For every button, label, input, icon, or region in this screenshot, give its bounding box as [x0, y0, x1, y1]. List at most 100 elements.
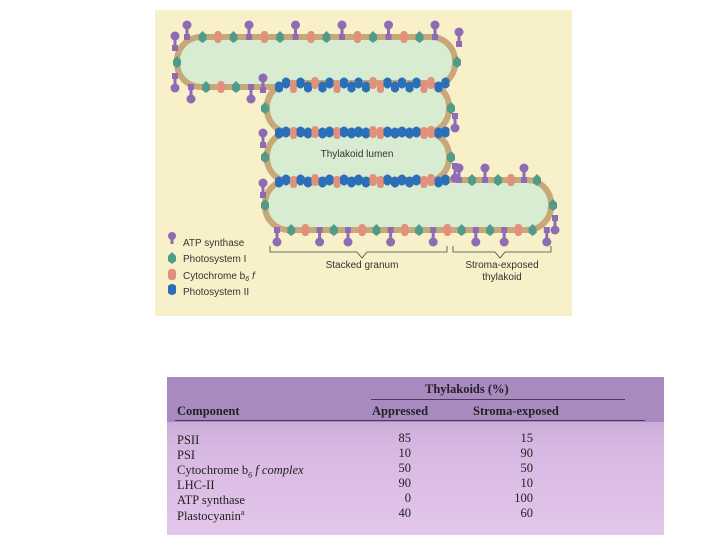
photosystem-ii-icon — [275, 177, 283, 188]
row-appressed-plastocyanin: 40 — [371, 506, 411, 521]
cytochrome-icon — [168, 269, 176, 280]
legend-photosystem-ii: Photosystem II — [183, 287, 249, 298]
cytochrome-icon — [515, 224, 522, 236]
col-appressed: Appressed — [372, 404, 428, 419]
thylakoid-disc-4 — [265, 180, 551, 230]
cytochrome-icon — [377, 127, 384, 139]
photosystem-ii-icon — [319, 82, 327, 93]
cytochrome-icon — [370, 126, 377, 138]
photosystem-ii-icon — [391, 82, 399, 93]
photosystem-ii-icon — [348, 128, 356, 139]
header-rule — [175, 420, 645, 421]
photosystem-ii-icon — [282, 127, 290, 138]
photosystem-ii-icon — [355, 175, 363, 186]
col-component: Component — [177, 404, 240, 419]
stroma-label-line2: thylakoid — [482, 272, 521, 283]
cytochrome-icon — [428, 77, 435, 89]
stroma-label-line1: Stroma-exposed — [465, 260, 538, 271]
photosystem-ii-icon — [442, 78, 450, 89]
cytochrome-icon — [444, 224, 451, 236]
photosystem-ii-icon — [340, 175, 348, 186]
photosystem-ii-icon — [362, 177, 370, 188]
row-appressed-psi: 10 — [371, 446, 411, 461]
cytochrome-icon — [290, 176, 297, 188]
photosystem-ii-icon — [282, 78, 290, 89]
photosystem-ii-icon — [391, 128, 399, 139]
photosystem-ii-icon — [398, 78, 406, 89]
photosystem-ii-icon — [275, 82, 283, 93]
photosystem-ii-icon — [362, 128, 370, 139]
photosystem-ii-icon — [398, 175, 406, 186]
legend-photosystem-i: Photosystem I — [183, 254, 246, 265]
cytochrome-icon — [370, 174, 377, 186]
thylakoid-diagram: Thylakoid lumen Stacked granum Stroma-ex… — [155, 10, 572, 316]
photosystem-ii-icon — [340, 127, 348, 138]
photosystem-ii-icon — [384, 127, 392, 138]
row-name-atp-synthase: ATP synthase — [177, 493, 245, 508]
cytochrome-icon — [312, 126, 319, 138]
photosystem-ii-icon — [297, 127, 305, 138]
cytochrome-icon — [401, 224, 408, 236]
photosystem-ii-icon — [340, 78, 348, 89]
cytochrome-icon — [218, 81, 225, 93]
cytochrome-icon — [312, 77, 319, 89]
photosystem-ii-icon — [297, 175, 305, 186]
photosystem-ii-icon — [406, 128, 414, 139]
photosystem-ii-icon — [355, 78, 363, 89]
cytochrome-icon — [508, 174, 515, 186]
photosystem-ii-icon — [442, 127, 450, 138]
cytochrome-icon — [261, 31, 268, 43]
row-appressed-cytochrome: 50 — [371, 461, 411, 476]
row-stroma-psi: 90 — [493, 446, 533, 461]
legend-cytochrome: Cytochrome b6 f — [183, 271, 256, 283]
cytochrome-icon — [359, 224, 366, 236]
legend-atp-synthase: ATP synthase — [183, 238, 245, 249]
photosystem-ii-icon — [384, 175, 392, 186]
cytochrome-icon — [312, 174, 319, 186]
row-stroma-plastocyanin: 60 — [493, 506, 533, 521]
photosystem-ii-icon — [362, 82, 370, 93]
photosystem-ii-icon — [406, 82, 414, 93]
photosystem-ii-icon — [442, 175, 450, 186]
row-name-lhcii: LHC-II — [177, 478, 215, 493]
photosystem-ii-icon — [435, 177, 443, 188]
row-name-psi: PSI — [177, 448, 195, 463]
stacked-granum-label: Stacked granum — [326, 260, 399, 271]
photosystem-ii-icon — [297, 78, 305, 89]
col-stroma-exposed: Stroma-exposed — [473, 404, 559, 419]
photosystem-ii-icon — [304, 177, 312, 188]
photosystem-ii-icon — [348, 177, 356, 188]
photosystem-ii-icon — [413, 78, 421, 89]
cytochrome-icon — [308, 31, 315, 43]
photosystem-ii-icon — [319, 128, 327, 139]
photosystem-ii-icon — [326, 175, 334, 186]
cytochrome-icon — [334, 176, 341, 188]
row-stroma-lhcii: 10 — [493, 476, 533, 491]
photosystem-ii-icon — [355, 127, 363, 138]
photosystem-ii-icon — [435, 82, 443, 93]
thylakoid-composition-table: Thylakoids (%) Component Appressed Strom… — [167, 377, 664, 535]
photosystem-ii-icon — [435, 128, 443, 139]
row-name-plastocyanin: Plastocyanina — [177, 508, 244, 524]
row-stroma-psii: 15 — [493, 431, 533, 446]
photosystem-ii-icon — [319, 177, 327, 188]
cytochrome-icon — [215, 31, 222, 43]
row-appressed-psii: 85 — [371, 431, 411, 446]
photosystem-ii-icon — [304, 82, 312, 93]
cytochrome-icon — [428, 126, 435, 138]
cytochrome-icon — [377, 176, 384, 188]
cytochrome-icon — [421, 127, 428, 139]
row-name-psii: PSII — [177, 433, 199, 448]
photosystem-ii-icon — [326, 78, 334, 89]
photosystem-ii-icon — [413, 175, 421, 186]
photosystem-ii-icon — [413, 127, 421, 138]
photosystem-ii-icon — [168, 284, 176, 295]
row-appressed-lhcii: 90 — [371, 476, 411, 491]
cytochrome-icon — [302, 224, 309, 236]
cytochrome-icon — [334, 81, 341, 93]
row-stroma-atp-synthase: 100 — [493, 491, 533, 506]
cytochrome-icon — [421, 176, 428, 188]
cytochrome-icon — [370, 77, 377, 89]
cytochrome-icon — [377, 81, 384, 93]
photosystem-ii-icon — [326, 127, 334, 138]
